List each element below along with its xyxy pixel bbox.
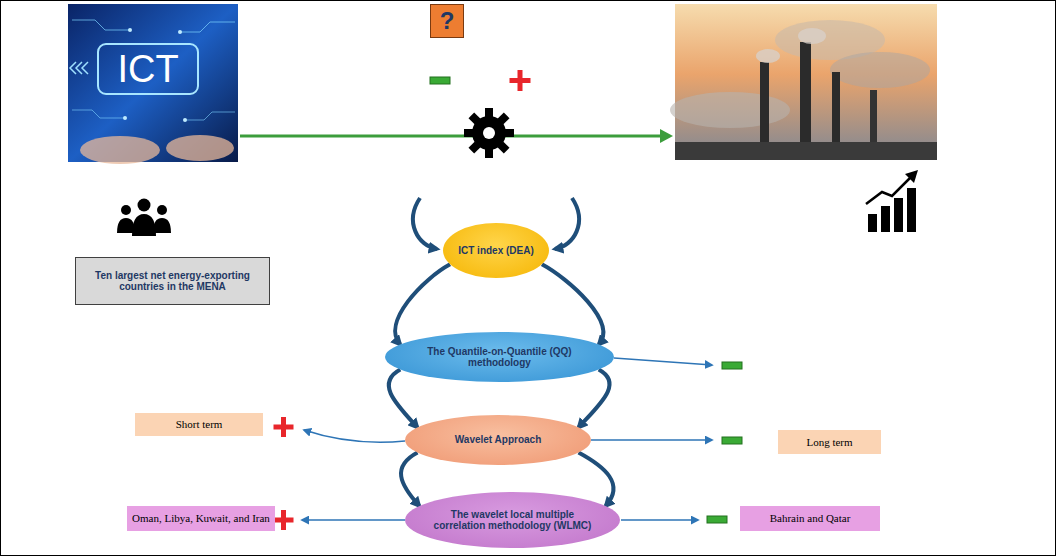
flow-arrow — [401, 453, 419, 507]
method-ellipse: ICT index (DEA) — [443, 223, 549, 278]
people-icon — [117, 199, 171, 237]
result-arrow — [304, 430, 405, 442]
method-ellipse: The wavelet local multiple correlation m… — [405, 492, 620, 548]
flow-arrow — [395, 264, 450, 344]
gear-icon — [464, 108, 514, 158]
node-text: The wavelet local multiple correlation m… — [433, 509, 592, 532]
result-box: Long term — [778, 430, 881, 454]
flow-arrow — [579, 370, 610, 428]
picture-text: ICT — [100, 46, 196, 92]
flow-arrow — [542, 264, 603, 344]
result-arrow — [621, 519, 698, 521]
node-text: Wavelet Approach — [430, 434, 567, 446]
plus-sign — [274, 417, 294, 437]
method-ellipse: The Quantile-on-Quantile (QQ) methodolog… — [385, 332, 614, 382]
result-box: Oman, Libya, Kuwait, and Iran — [127, 506, 275, 531]
flow-arrow — [413, 198, 437, 249]
node-text: Ten largest net energy-exporting countri… — [81, 270, 264, 293]
result-arrow — [302, 519, 405, 521]
result-box: Bahrain and Qatar — [740, 506, 880, 531]
node-text: Long term — [806, 436, 852, 449]
node-text: Oman, Libya, Kuwait, and Iran — [132, 512, 270, 525]
node-text: ICT index (DEA) — [457, 245, 535, 257]
node-text: Bahrain and Qatar — [770, 512, 851, 525]
method-ellipse: Wavelet Approach — [405, 415, 591, 465]
plus-sign — [274, 510, 294, 530]
chart-icon — [866, 170, 918, 232]
flow-arrow — [555, 198, 579, 249]
flow-arrow — [579, 453, 614, 507]
minus-sign — [707, 516, 727, 523]
node-text: ? — [440, 7, 455, 35]
plus-sign — [510, 70, 531, 91]
minus-sign — [430, 77, 450, 84]
ict-picture — [68, 4, 238, 164]
result-arrow — [591, 439, 712, 441]
node-text: The Quantile-on-Quantile (QQ) methodolog… — [415, 346, 584, 369]
node-text: Short term — [176, 418, 223, 431]
minus-sign — [722, 437, 742, 444]
question-box: ? — [430, 4, 464, 38]
main-arrow — [240, 129, 673, 143]
result-box: Short term — [135, 413, 263, 436]
flow-arrow — [389, 370, 418, 428]
sample-box: Ten largest net energy-exporting countri… — [75, 257, 270, 305]
minus-sign — [722, 362, 742, 369]
factory-picture — [670, 4, 937, 160]
result-arrow — [614, 358, 712, 365]
